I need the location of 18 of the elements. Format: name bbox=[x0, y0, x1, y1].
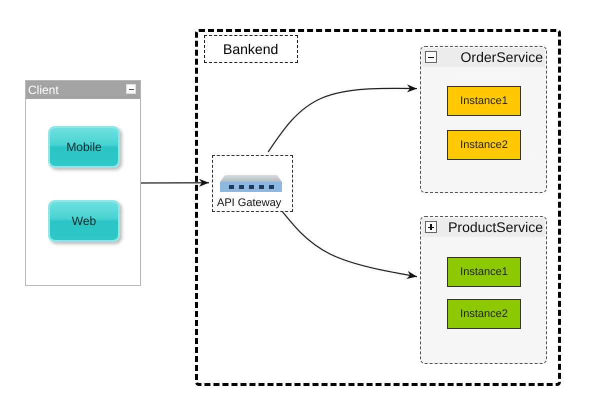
instance-box: Instance1 bbox=[447, 86, 521, 116]
instance-box: Instance2 bbox=[447, 299, 521, 329]
gateway-label: API Gateway bbox=[217, 197, 282, 209]
service-title: OrderService bbox=[460, 49, 543, 65]
service-title: ProductService bbox=[448, 219, 543, 235]
instance-box: Instance1 bbox=[447, 257, 521, 287]
instance-box: Instance2 bbox=[447, 130, 521, 160]
client-panel bbox=[25, 80, 141, 286]
gateway-box bbox=[212, 155, 293, 212]
group-label: Bankend bbox=[204, 35, 298, 63]
service-container bbox=[420, 216, 547, 364]
panel-title: Client bbox=[28, 83, 59, 97]
arrow bbox=[141, 178, 209, 187]
client-button: Mobile bbox=[48, 126, 120, 168]
service-container bbox=[420, 46, 547, 193]
backend-boundary bbox=[195, 29, 561, 386]
client-button: Web bbox=[48, 200, 120, 242]
arrow bbox=[268, 84, 417, 152]
